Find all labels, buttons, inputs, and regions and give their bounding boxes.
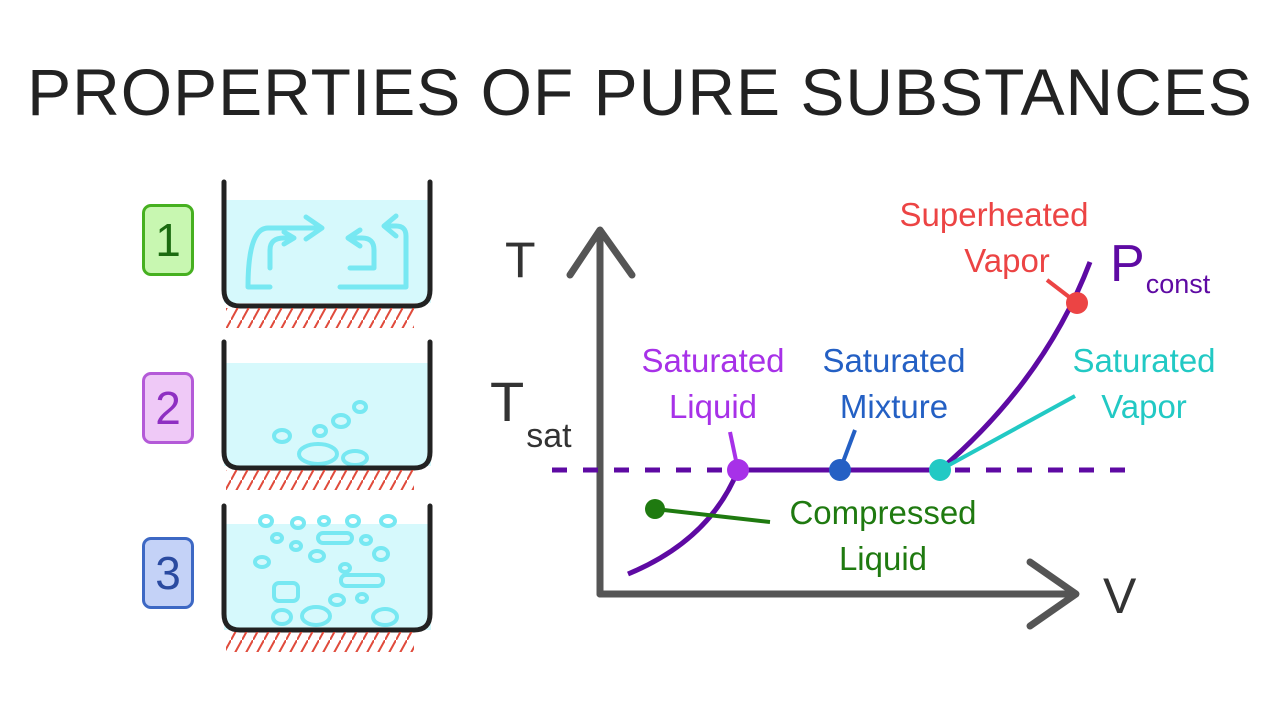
y-axis-label: T [505,232,536,288]
compressed-liquid-label: Compressed Liquid [772,490,994,582]
saturated-mixture-label-line1: Saturated [822,342,966,379]
tsat-label-main: T [490,370,525,433]
step-3-badge: 3 [142,537,194,609]
compressed-liquid-label-line2: Liquid [838,540,928,577]
saturated-liquid-label: Saturated Liquid [628,338,798,430]
pressure-label: Pconst [1110,235,1210,299]
saturated-liquid-point [727,459,749,481]
beaker-1 [221,179,433,328]
saturated-vapor-point [929,459,951,481]
superheated-vapor-label-line2: Vapor [964,242,1050,279]
compressed-liquid-label-line1: Compressed [789,494,977,531]
bubbles-icon [272,400,369,467]
tsat-label: Tsat [490,370,572,456]
beaker-2 [221,339,433,490]
superheated-vapor-label-line1: Superheated [899,196,1089,233]
x-axis-arrow-icon [1026,558,1080,630]
x-axis-label: V [1103,568,1137,624]
page-title: PROPERTIES OF PURE SUBSTANCES [27,55,1253,129]
beaker-2-water [224,363,431,466]
saturated-mixture-label-line2: Mixture [839,388,949,425]
y-axis-arrow-icon [566,226,636,279]
saturated-vapor-curve [939,394,1076,472]
step-1-badge: 1 [142,204,194,276]
pressure-label-main: P [1110,235,1145,293]
heat-source-3 [226,632,414,652]
beaker-3-outline [221,503,433,633]
superheated-vapor-point [1066,292,1088,314]
beaker-1-outline [221,179,433,309]
saturated-vapor-label-line2: Vapor [1101,388,1187,425]
saturated-liquid-label-line1: Saturated [641,342,785,379]
step-2-badge: 2 [142,372,194,444]
beaker-2-outline [221,339,433,471]
saturated-vapor-label: Saturated Vapor [1058,338,1230,430]
saturated-mixture-label: Saturated Mixture [808,338,980,430]
saturated-liquid-label-line2: Liquid [668,388,758,425]
tsat-label-subscript: sat [526,417,572,455]
compressed-liquid-point [645,499,665,519]
heat-source-1 [226,308,414,328]
superheated-vapor-label: Superheated Vapor [898,192,1090,284]
heat-source-2 [226,470,414,490]
saturated-vapor-label-line1: Saturated [1072,342,1216,379]
convection-arrows-icon [245,213,409,290]
saturated-mixture-point [829,459,851,481]
pressure-label-subscript: const [1145,269,1211,299]
compressed-liquid-leader [654,507,771,524]
beaker-3 [221,503,433,652]
many-bubbles-icon [253,514,399,627]
